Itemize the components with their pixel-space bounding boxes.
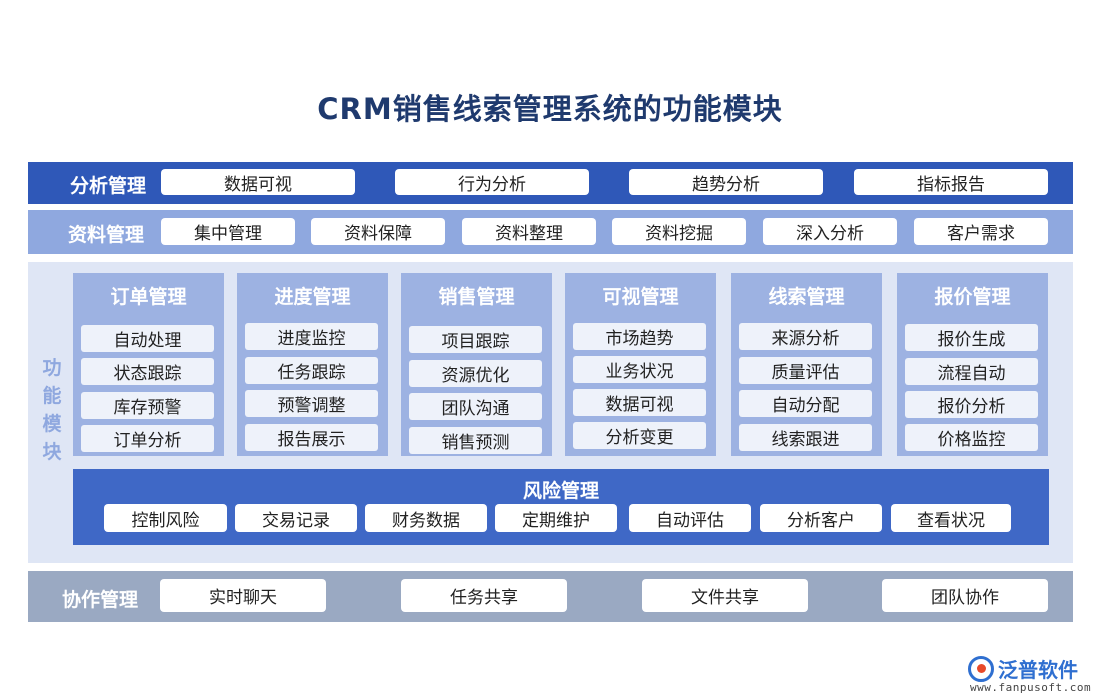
module-item: 销售预测 [409,427,542,454]
module-item: 报价分析 [905,391,1038,418]
analysis-management-band: 分析管理 数据可视 行为分析 趋势分析 指标报告 [28,162,1073,204]
vertical-label-char: 功 [42,357,62,379]
collaboration-management-label: 协作管理 [62,589,139,611]
collab-item: 实时聊天 [160,579,326,612]
module-item: 报告展示 [245,424,378,451]
module-item: 项目跟踪 [409,326,542,353]
risk-management-panel: 风险管理 控制风险 交易记录 财务数据 定期维护 自动评估 分析客户 查看状况 [73,469,1049,545]
module-item: 业务状况 [573,356,706,383]
brand-logo: 泛普软件 www.fanpusoft.com [968,654,1098,694]
module-item: 任务跟踪 [245,357,378,384]
brand-url: www.fanpusoft.com [970,681,1092,694]
data-item: 客户需求 [914,218,1048,245]
module-item: 数据可视 [573,389,706,416]
function-modules-band: 功 能 模 块 订单管理 自动处理 状态跟踪 库存预警 订单分析 进度管理 进度… [28,262,1073,563]
function-modules-vertical-label: 功 能 模 块 [40,354,64,466]
module-order-management: 订单管理 自动处理 状态跟踪 库存预警 订单分析 [73,273,224,456]
module-item: 自动处理 [81,325,214,352]
data-item: 集中管理 [161,218,295,245]
module-item: 报价生成 [905,324,1038,351]
brand-name: 泛普软件 [998,658,1078,682]
module-title: 报价管理 [934,286,1011,308]
module-progress-management: 进度管理 进度监控 任务跟踪 预警调整 报告展示 [237,273,388,456]
module-item: 分析变更 [573,422,706,449]
module-title: 订单管理 [110,286,187,308]
analysis-item: 行为分析 [395,169,589,195]
analysis-item: 趋势分析 [629,169,823,195]
risk-item: 定期维护 [495,504,617,532]
module-item: 线索跟进 [739,424,872,451]
analysis-item: 数据可视 [161,169,355,195]
module-title: 线索管理 [768,286,845,308]
data-item: 资料保障 [311,218,445,245]
module-item: 预警调整 [245,390,378,417]
module-title: 销售管理 [438,286,515,308]
module-item: 来源分析 [739,323,872,350]
risk-item: 财务数据 [365,504,487,532]
module-item: 团队沟通 [409,393,542,420]
risk-item: 分析客户 [760,504,882,532]
fanpu-logo-icon [968,656,994,682]
risk-item: 查看状况 [891,504,1011,532]
module-visual-management: 可视管理 市场趋势 业务状况 数据可视 分析变更 [565,273,716,456]
collaboration-management-band: 协作管理 实时聊天 任务共享 文件共享 团队协作 [28,571,1073,622]
module-title: 进度管理 [274,286,351,308]
module-item: 状态跟踪 [81,358,214,385]
analysis-management-label: 分析管理 [70,175,147,197]
module-sales-management: 销售管理 项目跟踪 资源优化 团队沟通 销售预测 [401,273,552,456]
risk-management-title: 风险管理 [522,480,599,502]
page-title: CRM销售线索管理系统的功能模块 [317,92,783,126]
vertical-label-char: 能 [42,385,62,407]
vertical-label-char: 模 [42,413,62,435]
collab-item: 文件共享 [642,579,808,612]
risk-item: 控制风险 [104,504,227,532]
data-management-band: 资料管理 集中管理 资料保障 资料整理 资料挖掘 深入分析 客户需求 [28,210,1073,254]
module-item: 市场趋势 [573,323,706,350]
data-management-label: 资料管理 [68,224,145,246]
data-item: 资料挖掘 [612,218,746,245]
module-item: 流程自动 [905,358,1038,385]
data-item: 资料整理 [462,218,596,245]
module-quote-management: 报价管理 报价生成 流程自动 报价分析 价格监控 [897,273,1048,456]
module-title: 可视管理 [602,286,679,308]
risk-item: 交易记录 [235,504,357,532]
data-item: 深入分析 [763,218,897,245]
collab-item: 任务共享 [401,579,567,612]
analysis-item: 指标报告 [854,169,1048,195]
module-item: 库存预警 [81,392,214,419]
module-item: 自动分配 [739,390,872,417]
vertical-label-char: 块 [42,441,62,463]
module-item: 订单分析 [81,425,214,452]
module-item: 价格监控 [905,424,1038,451]
module-item: 资源优化 [409,360,542,387]
module-item: 进度监控 [245,323,378,350]
module-lead-management: 线索管理 来源分析 质量评估 自动分配 线索跟进 [731,273,882,456]
collab-item: 团队协作 [882,579,1048,612]
risk-item: 自动评估 [629,504,751,532]
module-item: 质量评估 [739,357,872,384]
